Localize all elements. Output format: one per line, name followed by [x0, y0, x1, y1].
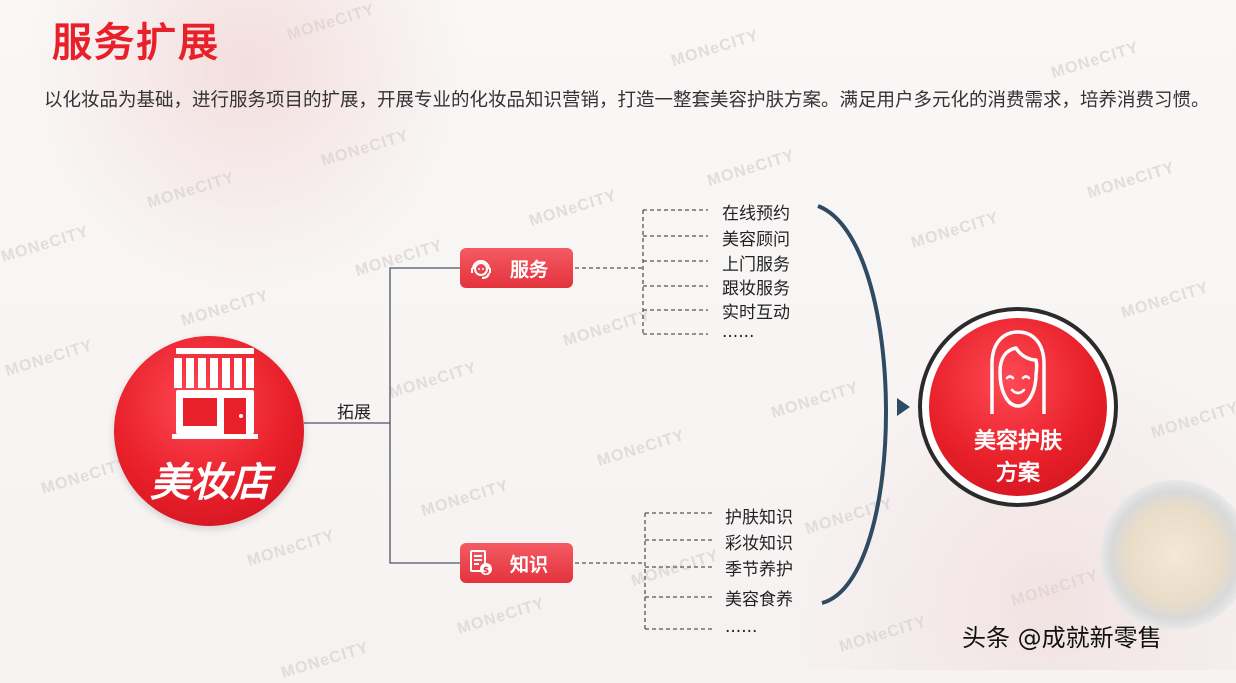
page-subtitle: 以化妆品为基础，进行服务项目的扩展，开展专业的化妆品知识营销，打造一整套美容护肤… — [44, 90, 1210, 111]
page-title: 服务扩展 — [52, 20, 220, 66]
category-knowledge: $ 知识 — [460, 543, 573, 583]
service-item: 美容顾问 — [722, 230, 790, 250]
knowledge-item: 美容食养 — [725, 590, 793, 610]
document-money-icon: $ — [460, 549, 502, 577]
customer-service-icon — [460, 255, 502, 281]
service-item: 跟妆服务 — [722, 279, 790, 299]
storefront-icon — [172, 348, 258, 439]
connector-to-service — [304, 267, 462, 424]
connector-to-knowledge — [389, 423, 462, 564]
category-service-label: 服务 — [510, 258, 549, 281]
result-label-line2: 方案 — [995, 461, 1040, 486]
merge-bracket — [817, 204, 888, 605]
result-label-line1: 美容护肤 — [973, 429, 1062, 454]
category-knowledge-label: 知识 — [510, 553, 549, 576]
edge-label: 拓展 — [337, 403, 371, 423]
woman-face-icon — [990, 330, 1046, 414]
category-service: 服务 — [460, 248, 573, 288]
merge-arrow-icon — [897, 398, 910, 416]
service-item: 在线预约 — [722, 204, 790, 224]
service-item: 上门服务 — [722, 255, 790, 275]
knowledge-item: 彩妆知识 — [725, 534, 793, 554]
knowledge-item: ...... — [725, 617, 758, 637]
root-node-label: 美妆店 — [150, 460, 270, 506]
service-item: 实时互动 — [722, 303, 790, 323]
knowledge-item: 季节养护 — [725, 560, 793, 580]
knowledge-item: 护肤知识 — [725, 508, 793, 528]
service-item: ...... — [722, 322, 755, 342]
powder-compact-decoration — [1100, 480, 1236, 630]
footer-credit: 头条 @成就新零售 — [962, 624, 1162, 652]
svg-text:$: $ — [483, 566, 489, 576]
result-node-label: 美容护肤 方案 — [940, 426, 1096, 490]
